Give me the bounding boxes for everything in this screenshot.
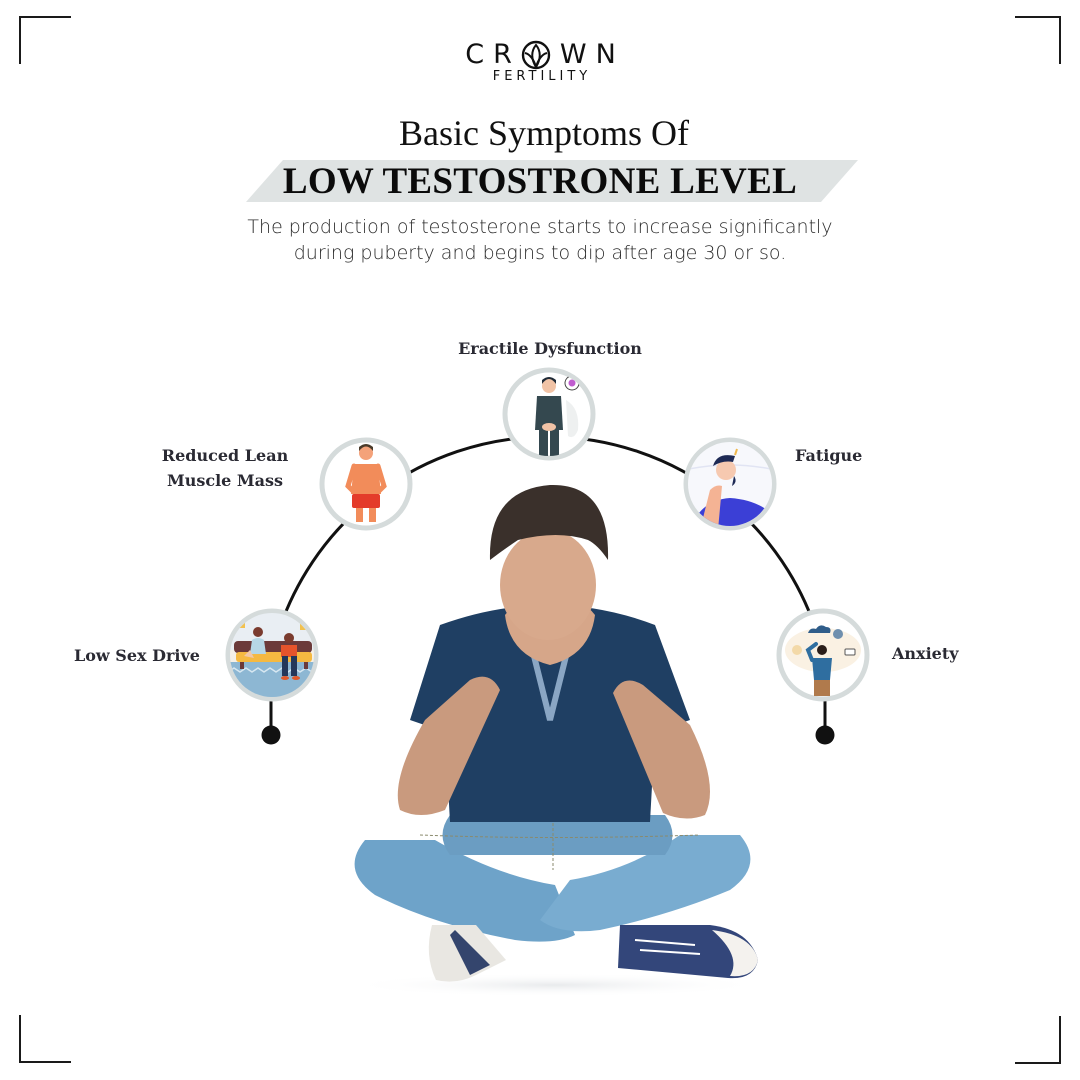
title-banner <box>246 160 858 202</box>
sitting-man-photo <box>345 484 765 997</box>
symptom-label-fatigue: Fatigue <box>795 446 863 465</box>
intro-text: The production of testosterone starts to… <box>0 214 1080 266</box>
brand-logo: C R W N FERTILITY <box>440 40 640 84</box>
symptom-label-low-sex-drive: Low Sex Drive <box>74 646 200 665</box>
corner-bracket-top-right <box>1015 16 1061 64</box>
man-covering-groin-icon <box>502 367 596 461</box>
tired-man-icon <box>683 437 777 531</box>
couple-on-sofa-icon <box>225 608 319 702</box>
man-in-shorts-icon <box>319 437 413 531</box>
symptom-label-erectile-dysfunction: Eractile Dysfunction <box>458 339 642 358</box>
title-line-2: LOW TESTOSTRONE LEVEL <box>282 161 798 202</box>
brand-tagline: FERTILITY <box>492 69 592 84</box>
intro-line-2: during puberty and begins to dip after a… <box>293 242 787 264</box>
lotus-crown-icon <box>521 40 551 70</box>
stressed-man-icon <box>776 608 870 702</box>
intro-line-1: The production of testosterone starts to… <box>247 216 833 238</box>
corner-bracket-top-left <box>19 16 71 64</box>
left-end-dot <box>261 725 281 745</box>
right-end-dot <box>815 725 835 745</box>
corner-bracket-bottom-left <box>19 1015 71 1063</box>
symptom-label-anxiety: Anxiety <box>892 644 959 663</box>
title-line-1: Basic Symptoms Of <box>398 113 689 153</box>
symptom-label-reduced-muscle-mass: Reduced Lean Muscle Mass <box>161 446 289 490</box>
corner-bracket-bottom-right <box>1015 1016 1061 1064</box>
brand-name: C R W N <box>465 39 625 70</box>
